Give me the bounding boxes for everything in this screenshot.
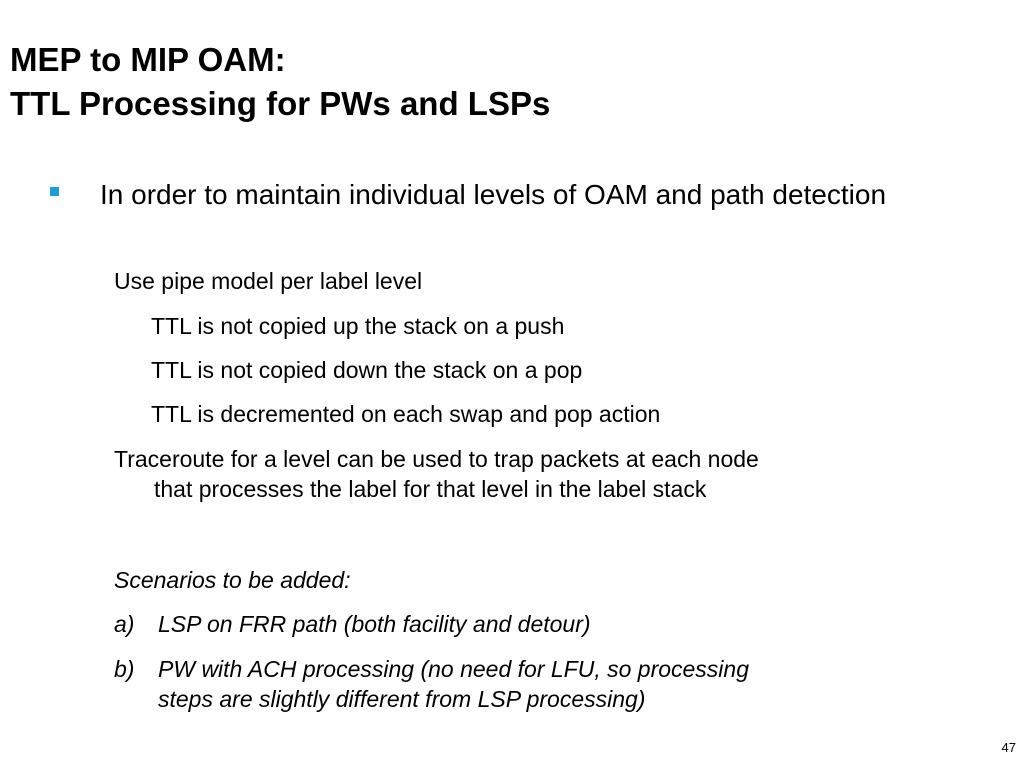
sub-item-decrement: TTL is decremented on each swap and pop …	[151, 401, 661, 427]
scenarios-heading: Scenarios to be added:	[114, 567, 351, 593]
traceroute-line-1: Traceroute for a level can be used to tr…	[114, 446, 759, 472]
traceroute-line-2: that processes the label for that level …	[154, 476, 707, 502]
slide-title-line-1: MEP to MIP OAM:	[10, 41, 286, 78]
scenario-marker-b: b)	[114, 656, 135, 682]
sub-item-pop: TTL is not copied down the stack on a po…	[151, 357, 583, 383]
scenario-b-line-1: PW with ACH processing (no need for LFU,…	[158, 656, 750, 682]
main-bullet-text: In order to maintain individual levels o…	[100, 179, 887, 210]
scenario-marker-a: a)	[114, 611, 135, 637]
scenario-item-a: a) LSP on FRR path (both facility and de…	[114, 609, 914, 639]
sub-item-push: TTL is not copied up the stack on a push	[151, 313, 565, 339]
sub-item-pipe-model: Use pipe model per label level	[114, 268, 423, 294]
sub-item-traceroute: Traceroute for a level can be used to tr…	[114, 444, 914, 504]
scenario-b-line-2: steps are slightly different from LSP pr…	[158, 686, 646, 712]
page-number: 47	[1001, 740, 1016, 755]
slide-title-line-2: TTL Processing for PWs and LSPs	[10, 85, 551, 122]
scenario-item-b: b) PW with ACH processing (no need for L…	[114, 654, 914, 714]
slide-title: MEP to MIP OAM: TTL Processing for PWs a…	[10, 38, 550, 126]
square-bullet-icon	[50, 187, 59, 196]
scenario-a-line-1: LSP on FRR path (both facility and detou…	[158, 611, 591, 637]
